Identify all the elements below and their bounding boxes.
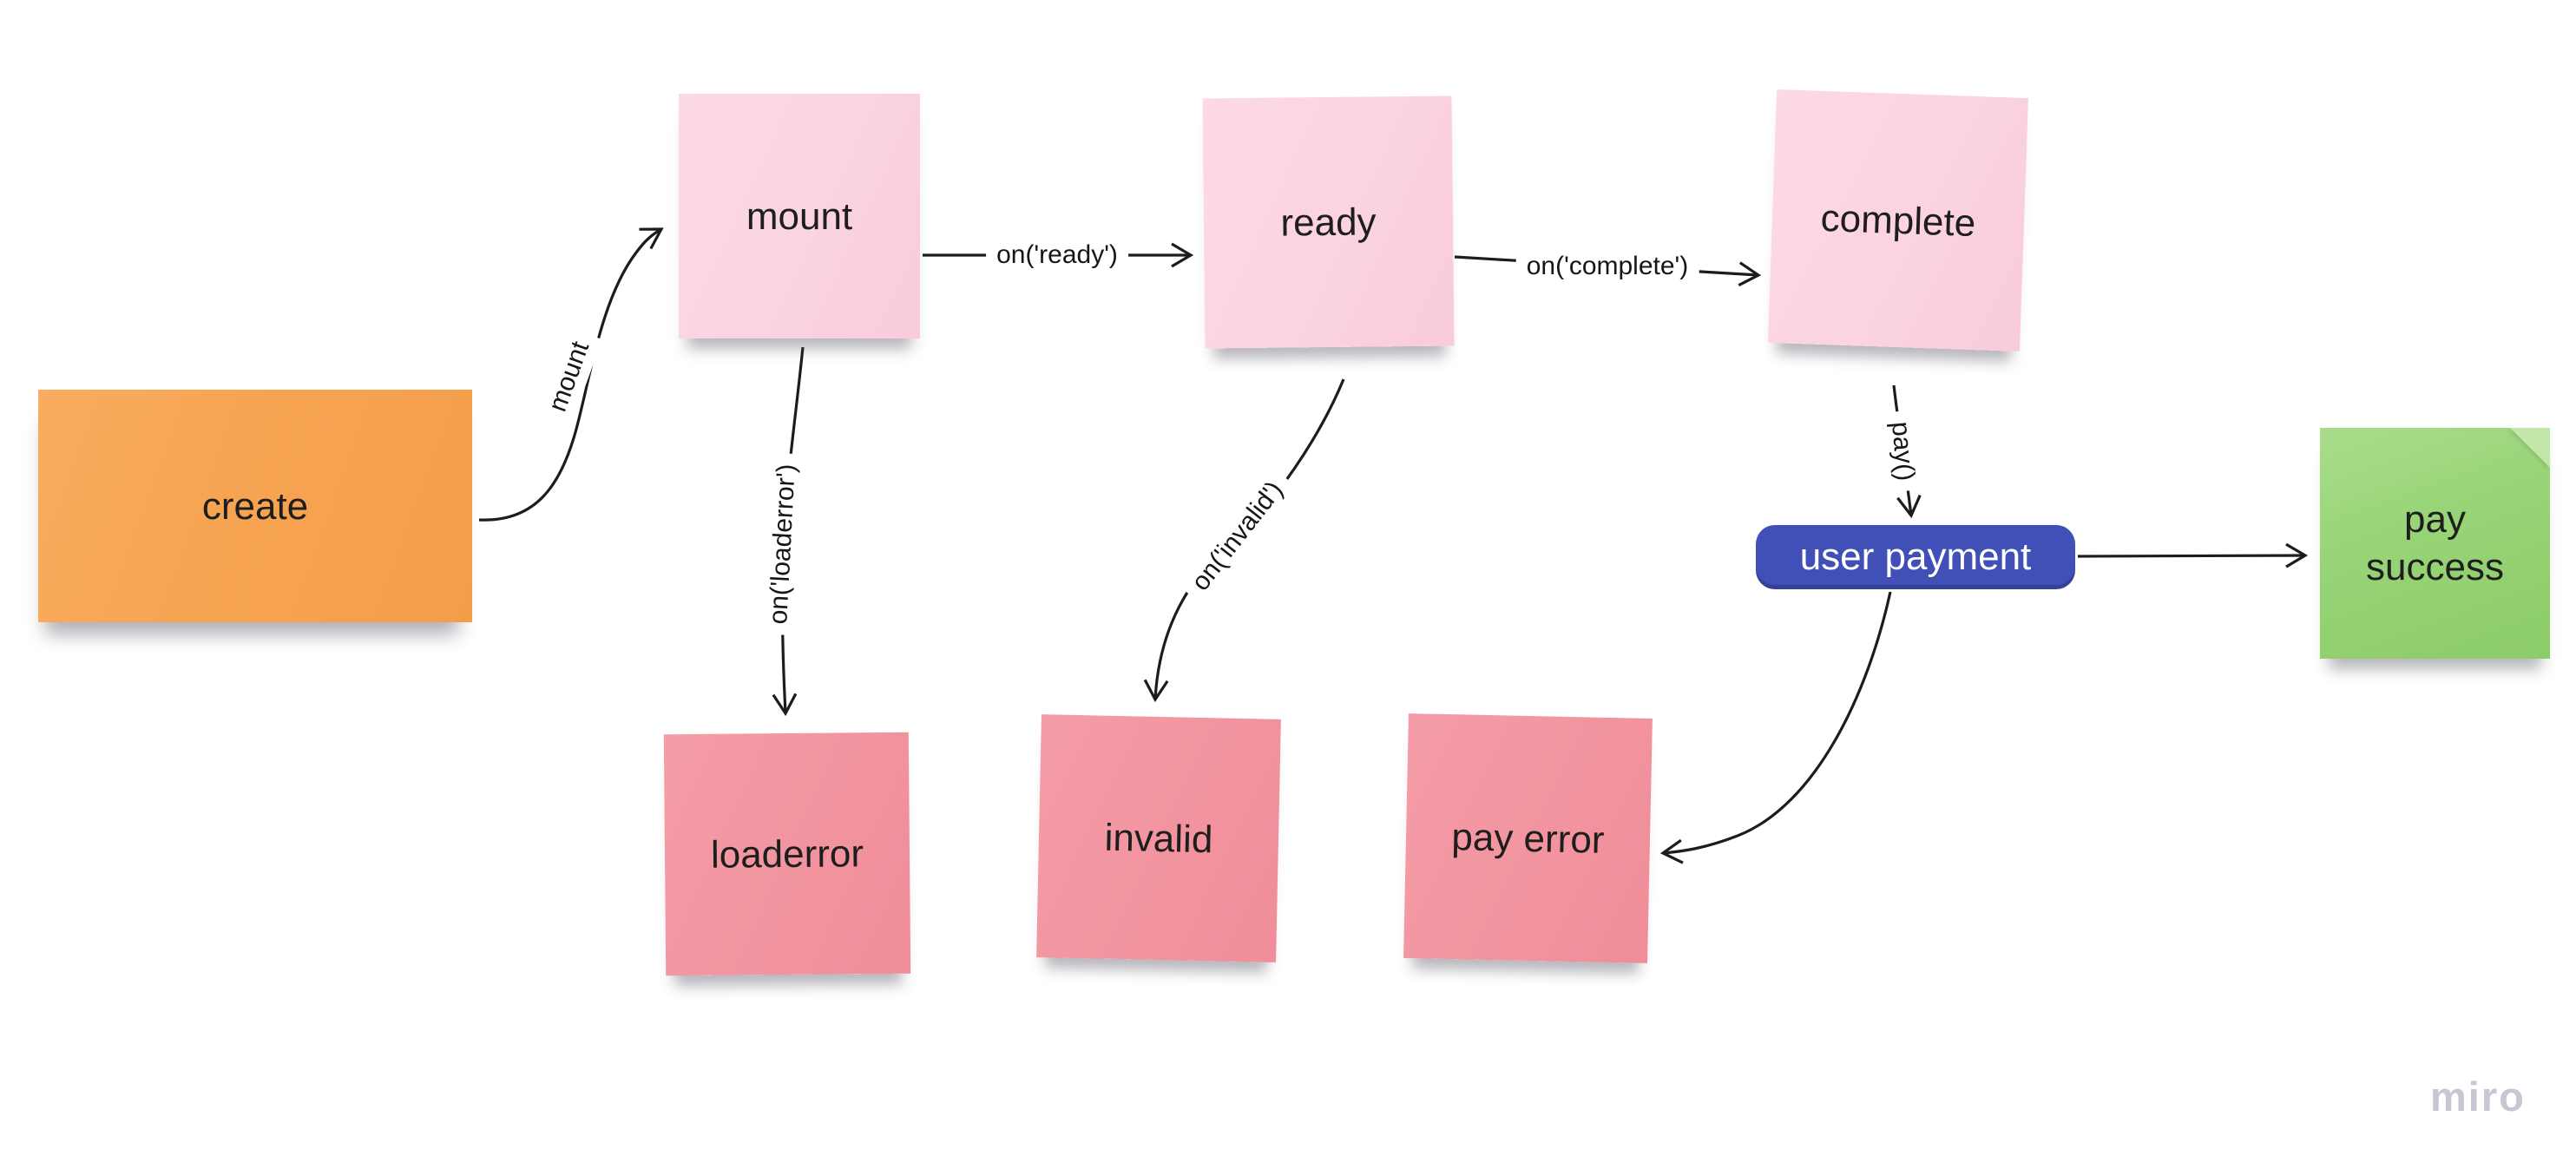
- sticky-note-label: pay error: [1450, 815, 1606, 862]
- connector-label-on-complete[interactable]: on('complete'): [1515, 248, 1699, 285]
- sticky-note-pay-success[interactable]: pay success: [2320, 428, 2550, 659]
- sticky-note-label: invalid: [1104, 816, 1213, 861]
- sticky-note-pay-error[interactable]: pay error: [1403, 713, 1653, 963]
- connector-create-to-mount[interactable]: [478, 227, 664, 522]
- sticky-note-mount[interactable]: mount: [679, 94, 920, 338]
- sticky-note-label: pay success: [2366, 498, 2504, 588]
- sticky-note-label: create: [201, 484, 309, 528]
- sticky-note-label: mount: [746, 194, 853, 238]
- miro-logo: miro: [2430, 1074, 2526, 1120]
- sticky-note-complete[interactable]: complete: [1767, 89, 2029, 351]
- shape-label: user payment: [1799, 535, 2032, 578]
- folded-corner: [2510, 428, 2550, 468]
- connector-label-pay[interactable]: pay(): [1881, 410, 1924, 493]
- sticky-note-loaderror[interactable]: loaderror: [663, 732, 911, 976]
- sticky-note-invalid[interactable]: invalid: [1036, 714, 1281, 962]
- shape-user-payment[interactable]: user payment: [1756, 525, 2075, 589]
- connector-label-on-ready[interactable]: on('ready'): [986, 237, 1128, 273]
- connector-user-payment-to-pay-success[interactable]: [2077, 542, 2309, 568]
- sticky-note-create[interactable]: create: [38, 390, 472, 622]
- sticky-note-label: ready: [1280, 200, 1377, 245]
- sticky-note-ready[interactable]: ready: [1202, 95, 1455, 349]
- connector-user-payment-to-pay-error[interactable]: [1659, 591, 1892, 864]
- sticky-note-label: loaderror: [710, 831, 864, 877]
- sticky-note-label: complete: [1819, 196, 1977, 245]
